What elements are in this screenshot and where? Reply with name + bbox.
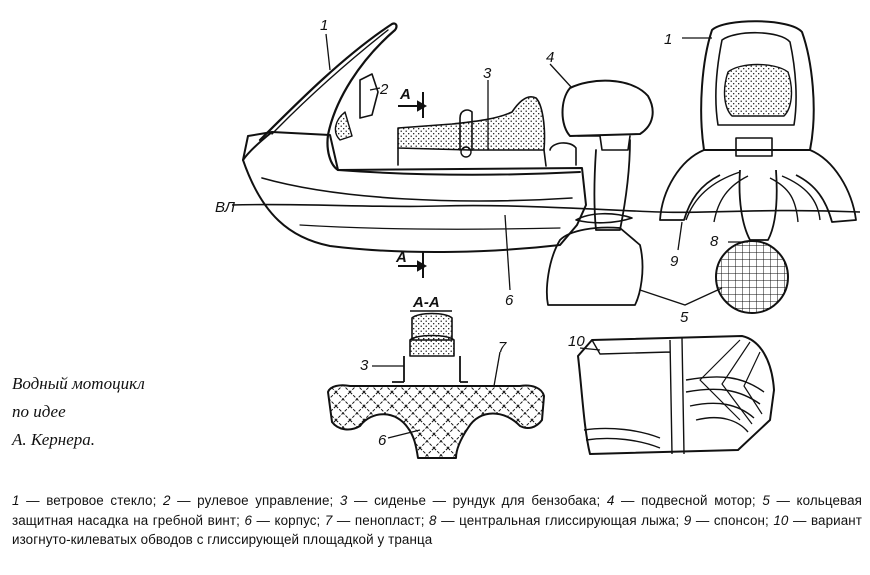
legend-text-9: — спонсон; — [691, 512, 774, 528]
label-2-side: 2 — [379, 81, 389, 98]
side-leaders — [326, 34, 722, 305]
waterline-label: ВЛ — [215, 199, 236, 216]
legend-num-2: 2 — [162, 493, 171, 508]
label-7-section: 7 — [498, 339, 507, 356]
legend-text-6: — корпус; — [252, 512, 325, 528]
caption-line-1: Водный мотоцикл — [12, 374, 145, 393]
legend-num-5: 5 — [762, 493, 770, 508]
legend-num-7: 7 — [324, 512, 333, 528]
legend-text-7: — пенопласт; — [332, 512, 430, 528]
legend-num-1: 1 — [12, 493, 20, 508]
label-3-side: 3 — [483, 65, 492, 82]
legend-text-5: — кольцевая защитная насадка на гребной … — [12, 493, 863, 528]
legend-text-2: — рулевое управление; — [170, 493, 340, 508]
propeller-nozzle-front — [716, 241, 788, 313]
label-9-front: 9 — [670, 253, 679, 270]
front-seat — [725, 65, 792, 117]
section-aa — [328, 314, 544, 459]
legend-num-8: 8 — [429, 512, 437, 528]
label-4-side: 4 — [546, 49, 554, 66]
legend-num-4: 4 — [606, 493, 615, 508]
label-8-front: 8 — [710, 233, 719, 250]
label-1-front: 1 — [664, 31, 672, 48]
label-6-side: 6 — [505, 292, 514, 309]
caption-line-2: по идее — [12, 402, 66, 421]
label-1-side: 1 — [320, 17, 328, 34]
front-view — [660, 21, 856, 313]
technical-drawing: ВЛ А А 1 2 3 4 5 6 — [215, 17, 870, 490]
outboard-motor — [563, 81, 653, 136]
legend: 1 — ветровое стекло; 2 — рулевое управле… — [12, 491, 862, 550]
section-arrows — [398, 92, 425, 278]
legend-text-10: — вариант изогнуто-килеватых обводов с г… — [12, 512, 862, 548]
side-view — [243, 23, 653, 305]
steering — [360, 74, 378, 118]
legend-text-3: — сиденье — рундук для бензобака; — [347, 493, 607, 508]
propeller-nozzle — [547, 228, 643, 306]
legend-num-10: 10 — [773, 512, 789, 528]
caption-line-3: А. Кернера. — [12, 430, 96, 449]
legend-num-9: 9 — [683, 512, 692, 528]
hull-variant-10 — [578, 336, 774, 454]
legend-text-4: — подвесной мотор; — [614, 493, 763, 508]
label-5-side: 5 — [680, 309, 689, 326]
front-leaders — [678, 38, 748, 250]
figure-caption: Водный мотоцикл по идее А. Кернера. — [12, 370, 145, 454]
windscreen — [260, 23, 396, 170]
label-3-section: 3 — [360, 357, 369, 374]
section-leaders — [372, 352, 500, 438]
label-10-variant: 10 — [568, 333, 585, 350]
label-6-section: 6 — [378, 432, 387, 449]
legend-num-3: 3 — [339, 493, 348, 508]
legend-num-6: 6 — [244, 512, 253, 528]
waterline — [232, 205, 860, 213]
section-title: А-А — [412, 294, 440, 311]
legend-text-1: — ветровое стекло; — [19, 493, 163, 508]
section-hull — [328, 385, 544, 458]
hull-outline — [243, 132, 586, 252]
legend-text-8: — центральная глиссирующая лыжа; — [436, 512, 684, 528]
arrow-bottom-label: А — [395, 249, 407, 266]
central-ski — [739, 170, 776, 240]
arrow-top-label: А — [399, 86, 411, 103]
legend-text: 1 — ветровое стекло; 2 — рулевое управле… — [12, 491, 862, 550]
